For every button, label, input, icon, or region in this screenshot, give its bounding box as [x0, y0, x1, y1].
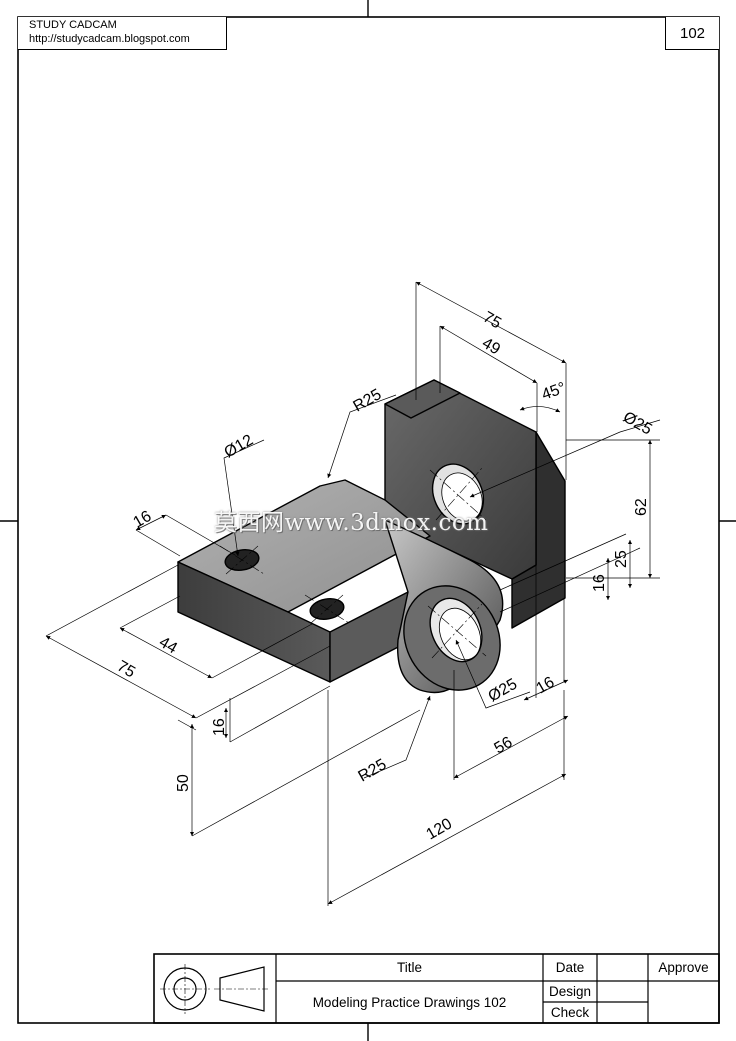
page-number: 102 — [665, 17, 719, 50]
brand-box: STUDY CADCAM http://studycadcam.blogspot… — [18, 17, 227, 50]
dim-49: 49 — [479, 335, 503, 359]
dim-120: 120 — [424, 815, 456, 843]
brand-name: STUDY CADCAM — [29, 19, 117, 31]
dim-44: 44 — [156, 634, 180, 658]
centerlines — [219, 467, 487, 659]
dim-16-right: 16 — [591, 574, 608, 592]
design-label: Design — [548, 984, 592, 999]
check-label: Check — [550, 1005, 590, 1020]
dim-dia12: Ø12 — [222, 432, 257, 462]
dim-25: 25 — [613, 550, 630, 568]
dim-56: 56 — [492, 734, 516, 758]
dim-62: 62 — [633, 498, 650, 516]
dim-45: 45° — [540, 380, 569, 404]
dim-r25-bottom: R25 — [356, 756, 390, 785]
dim-16-bottom-right: 16 — [534, 674, 558, 698]
isometric-part — [177, 379, 566, 694]
watermark: 莫西网www.3dmox.com — [214, 510, 489, 536]
approve-label: Approve — [658, 960, 709, 975]
title-label: Title — [396, 960, 422, 975]
dim-16-lower-left: 16 — [211, 718, 228, 736]
dim-16-top-left: 16 — [131, 508, 155, 532]
dimension-lines — [45, 281, 661, 906]
dim-r25-top: R25 — [351, 386, 385, 415]
dim-75-left: 75 — [114, 658, 138, 682]
drawing-title: Modeling Practice Drawings 102 — [312, 994, 507, 1010]
dim-dia25-bottom: Ø25 — [486, 676, 521, 706]
dim-75-top: 75 — [480, 309, 504, 333]
title-block — [153, 953, 720, 1024]
wall-top-face — [384, 379, 461, 419]
dim-dia25-top: Ø25 — [620, 409, 655, 439]
projection-symbol-icon — [160, 964, 270, 1014]
date-label: Date — [555, 960, 585, 975]
brand-url[interactable]: http://studycadcam.blogspot.com — [29, 33, 190, 45]
dim-50: 50 — [175, 774, 192, 792]
